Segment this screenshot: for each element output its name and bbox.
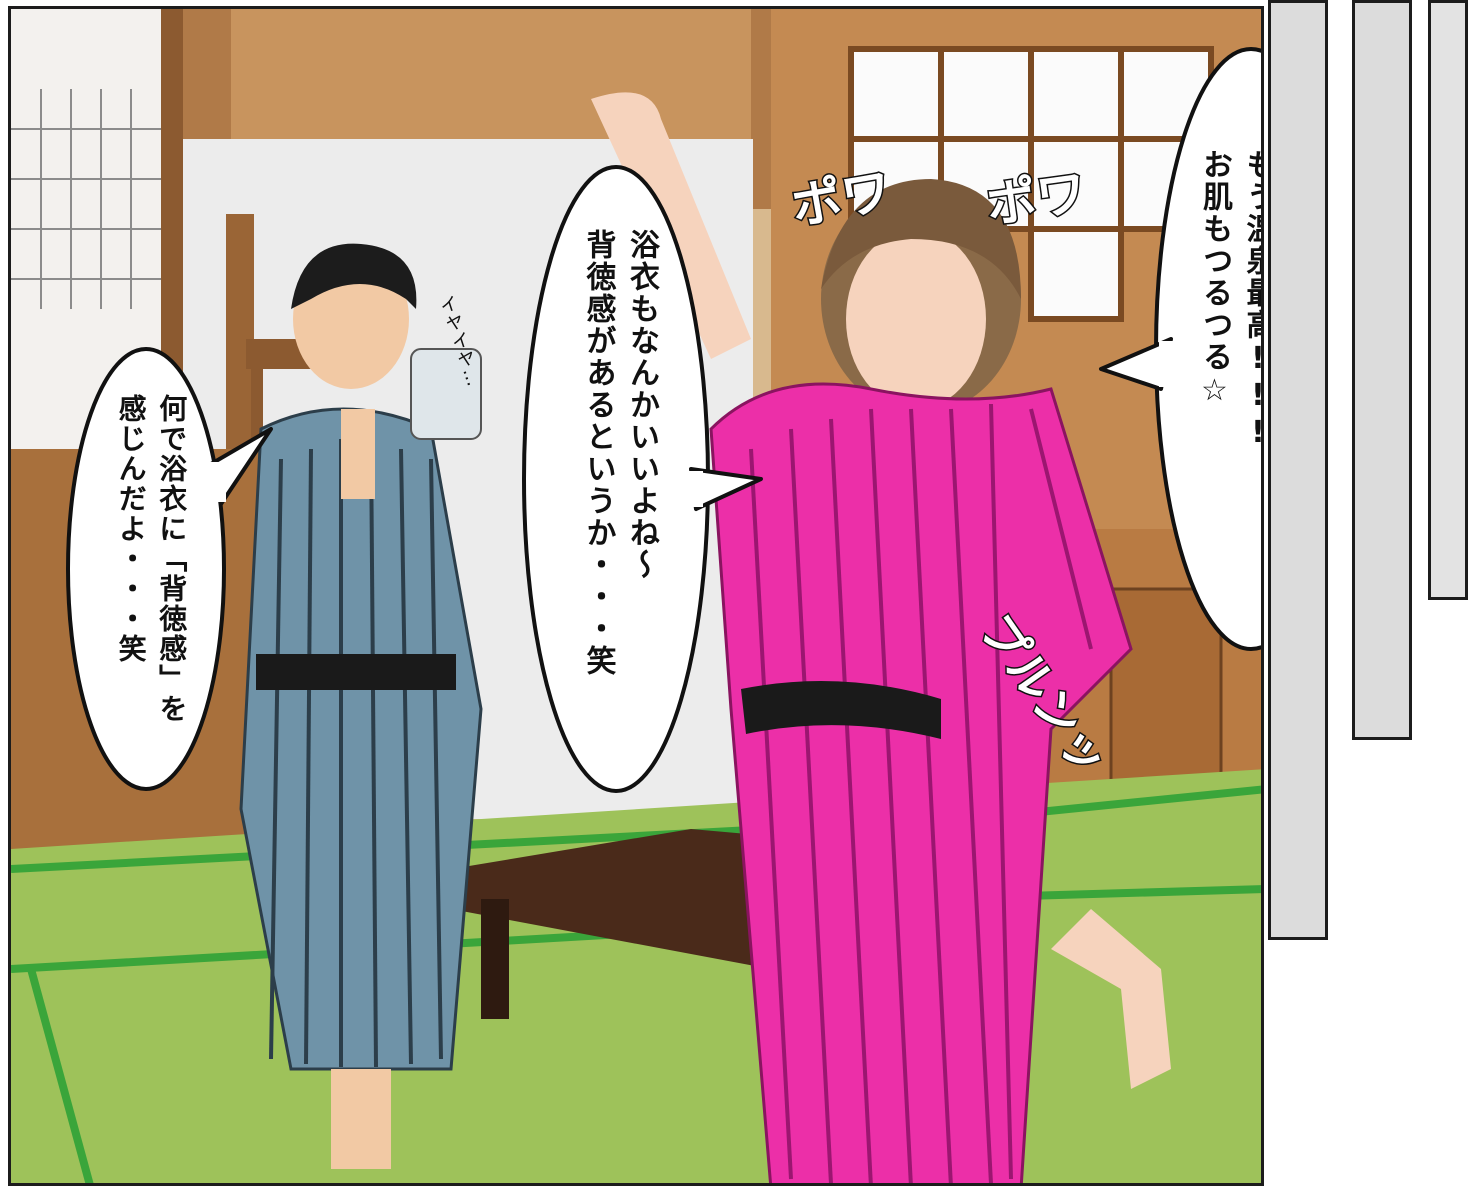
speech-text-right: あ〜気持ち良かった〜♪ もう温泉最高!!! お肌もつるつる☆	[1197, 149, 1264, 452]
next-panel-strip-2	[1352, 0, 1412, 740]
speech-bubble-left: 何で浴衣に「背徳感」を 感じんだよ・・・笑	[66, 344, 273, 794]
speech-text-center: 浴衣もなんかいいよね〜 背徳感があるというか・・・笑	[580, 229, 660, 677]
woman-figure	[591, 92, 1171, 1183]
speech-bubble-center: 浴衣もなんかいいよね〜 背徳感があるというか・・・笑	[521, 159, 763, 799]
room-illustration	[11, 9, 1261, 1183]
man-figure	[239, 243, 483, 1169]
speech-bubble-right: あ〜気持ち良かった〜♪ もう温泉最高!!! お肌もつるつる☆	[1099, 39, 1264, 659]
speech-text-left: 何で浴衣に「背徳感」を 感じんだよ・・・笑	[114, 394, 189, 724]
comic-panel: あ〜気持ち良かった〜♪ もう温泉最高!!! お肌もつるつる☆ 浴衣もなんかいいよ…	[8, 6, 1264, 1186]
next-panel-strip-1	[1268, 0, 1328, 940]
sfx-poka-2: ポワ	[982, 162, 1092, 236]
next-panel-strip-3	[1428, 0, 1468, 600]
